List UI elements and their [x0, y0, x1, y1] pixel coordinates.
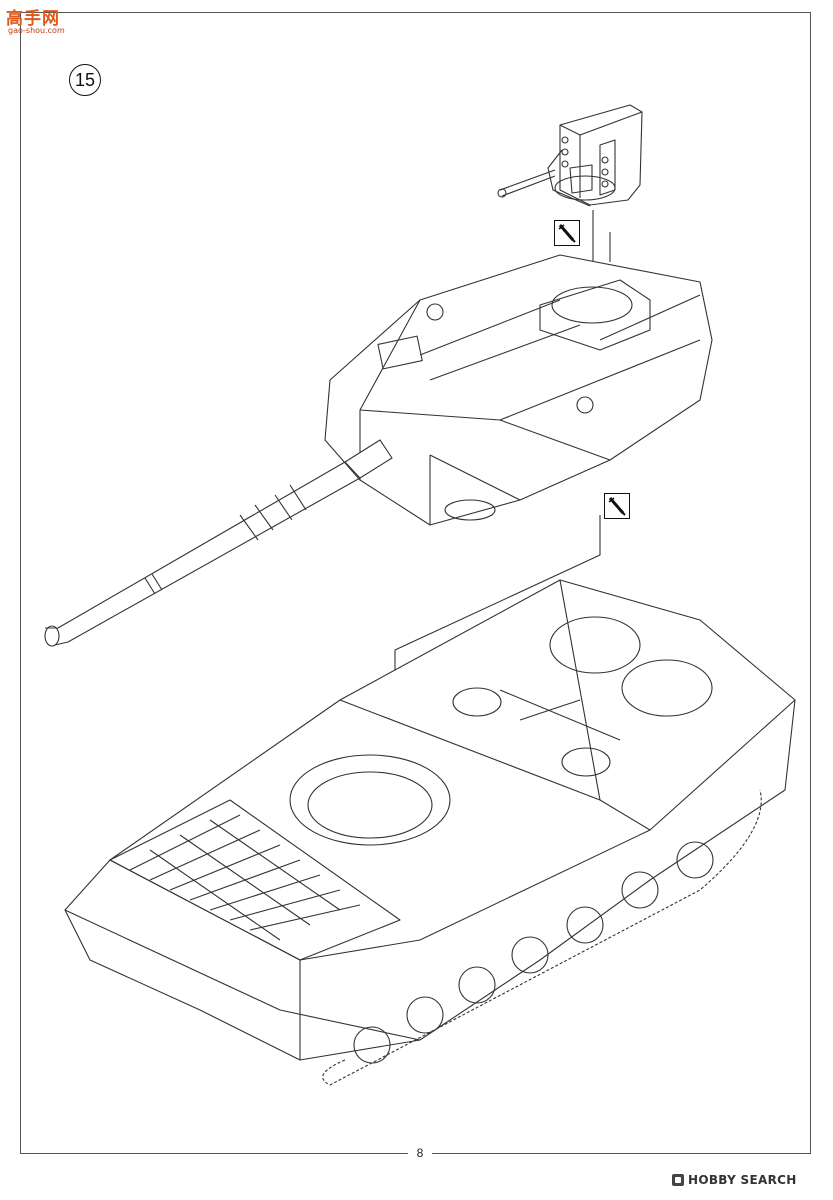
turret-assembly: [324, 254, 713, 526]
glue-icon: [554, 220, 580, 246]
site-watermark: 高手网 gao-shou.com: [2, 2, 72, 40]
brand-label: HOBBY SEARCH: [688, 1173, 797, 1187]
main-gun-barrel: [44, 439, 393, 647]
remote-weapon-station: [497, 104, 643, 207]
footer-brand: HOBBY SEARCH: [672, 1173, 797, 1187]
hull-assembly: [64, 579, 796, 1061]
watermark-title: 高手网: [6, 9, 60, 29]
step-number-badge: 15: [69, 64, 101, 96]
road-wheels: [322, 789, 762, 1086]
page-number: 8: [408, 1146, 432, 1160]
hobby-search-logo-icon: [672, 1174, 684, 1186]
glue-icon: [604, 493, 630, 519]
watermark-url: gao-shou.com: [8, 26, 65, 35]
step-number: 15: [74, 69, 96, 90]
